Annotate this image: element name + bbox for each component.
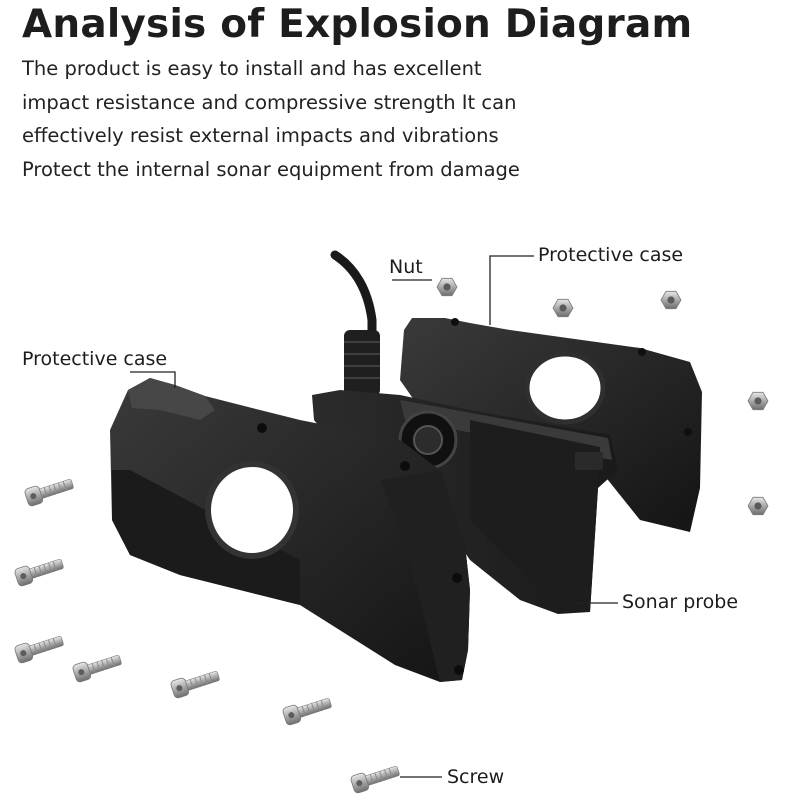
nut-icon xyxy=(747,391,769,411)
leader-line-protective-case-left xyxy=(130,371,176,388)
page-title: Analysis of Explosion Diagram xyxy=(22,2,693,47)
label-nut: Nut xyxy=(389,256,423,278)
screw-icon xyxy=(13,554,66,588)
leader-line-protective-case-right xyxy=(489,255,534,325)
screw-icon xyxy=(13,631,66,665)
description-line: effectively resist external impacts and … xyxy=(22,124,499,147)
protective-case-front xyxy=(110,378,470,682)
label-sonar-probe: Sonar probe xyxy=(622,591,739,613)
nut-icon xyxy=(436,277,458,297)
screw-icon xyxy=(23,474,76,508)
label-screw: Screw xyxy=(447,766,505,788)
nut-icon xyxy=(660,290,682,310)
nut-icon xyxy=(747,496,769,516)
description-line: impact resistance and compressive streng… xyxy=(22,90,517,114)
description-line: Protect the internal sonar equipment fro… xyxy=(22,157,520,181)
sonar-cable xyxy=(330,250,377,355)
screw-icon xyxy=(349,761,402,795)
label-protective-case-left: Protective case xyxy=(22,348,168,370)
screw-icon xyxy=(169,666,222,700)
cable-strain-relief xyxy=(344,330,380,396)
screw-icon xyxy=(71,650,124,684)
label-protective-case-right: Protective case xyxy=(538,244,684,266)
description-line: The product is easy to install and has e… xyxy=(22,57,482,80)
description: The product is easy to install and has e… xyxy=(22,52,782,186)
nut-icon xyxy=(552,298,574,318)
screw-icon xyxy=(281,693,334,727)
